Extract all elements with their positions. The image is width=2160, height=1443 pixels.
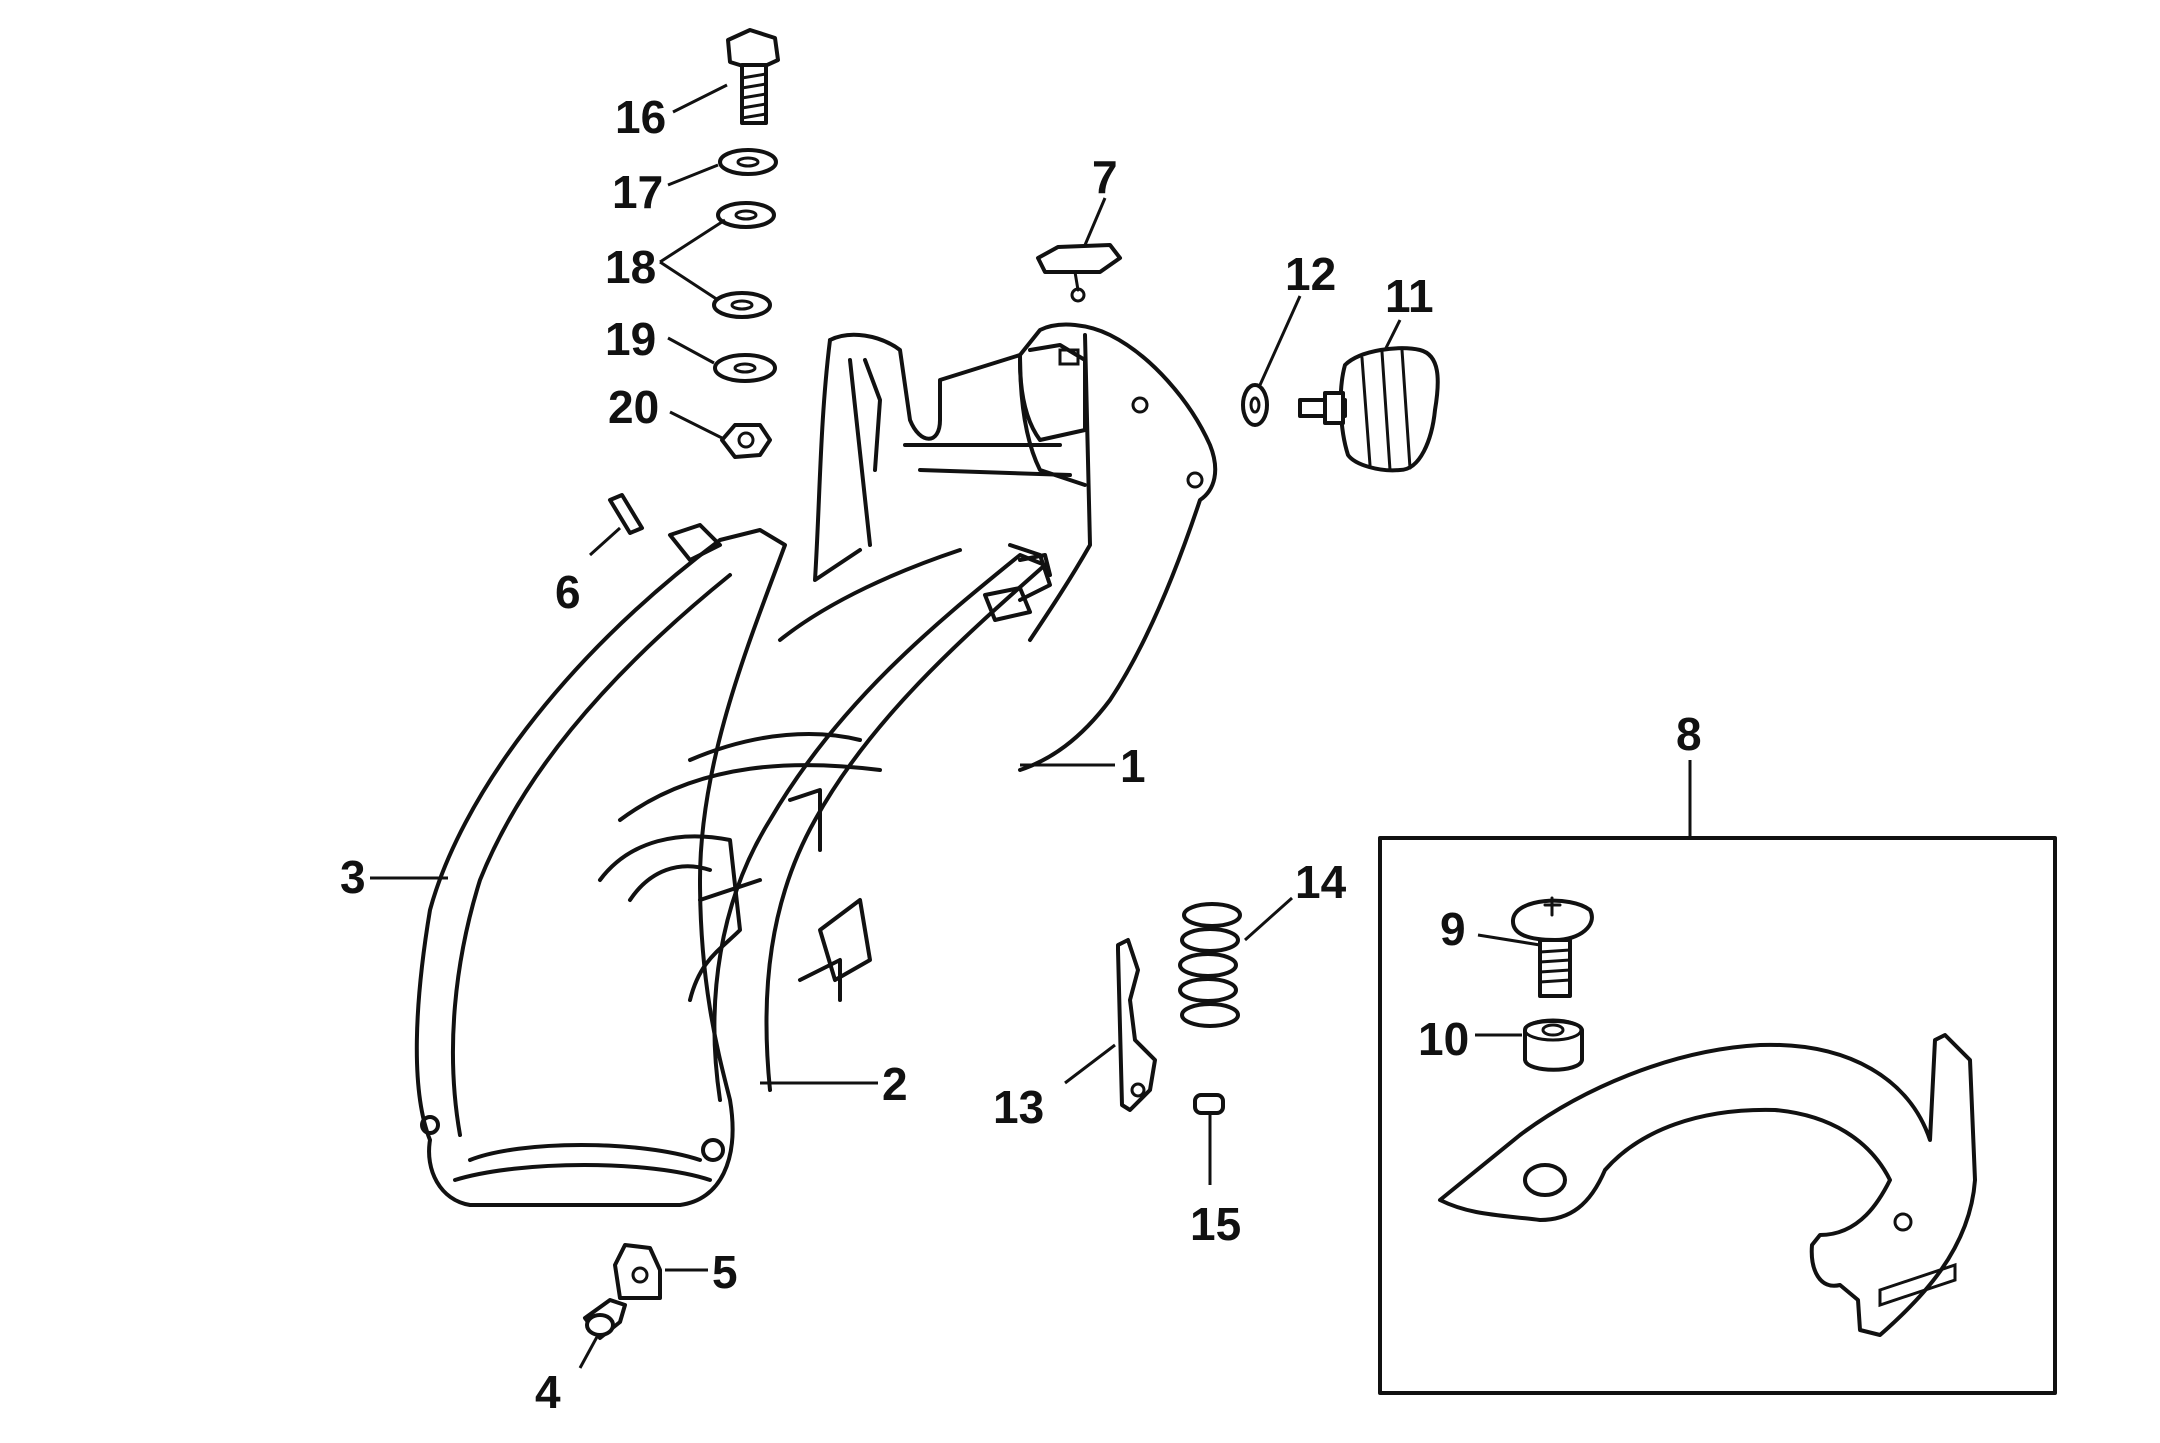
spacer-icon: [1523, 1018, 1584, 1072]
callout-5: 5: [712, 1246, 738, 1298]
callouts: 16 17 18 19 20 6 7 12 11 1 3 2 5 4 13 14…: [340, 91, 1702, 1418]
pin-icon: [608, 493, 644, 535]
callout-18: 18: [605, 241, 656, 293]
callout-19: 19: [605, 313, 656, 365]
callout-9: 9: [1440, 903, 1466, 955]
swivel-bracket-icon: [414, 322, 1218, 1207]
callout-20: 20: [608, 381, 659, 433]
callout-12: 12: [1285, 248, 1336, 300]
bolt-icon: [1511, 896, 1594, 998]
latch-icon: [1036, 243, 1122, 303]
leader-lines: [370, 83, 1692, 1369]
callout-11: 11: [1385, 270, 1434, 322]
callout-14: 14: [1295, 856, 1347, 908]
washer-icon: [1241, 383, 1269, 427]
tilt-lever-icon: [1438, 1033, 1977, 1337]
callout-2: 2: [882, 1058, 908, 1110]
callout-8: 8: [1676, 708, 1702, 760]
callout-6: 6: [555, 566, 581, 618]
thumb-knob-icon: [1298, 346, 1440, 473]
bolt-icon: [726, 28, 780, 125]
callout-16: 16: [615, 91, 666, 143]
clamp-clip-icon: [613, 1243, 662, 1300]
callout-1: 1: [1120, 740, 1146, 792]
callout-15: 15: [1190, 1198, 1241, 1250]
washer-icon: [712, 148, 778, 383]
callout-7: 7: [1092, 151, 1118, 203]
nut-icon: [720, 423, 772, 459]
callout-3: 3: [340, 851, 366, 903]
callout-4: 4: [535, 1366, 561, 1418]
latch-plate-icon: [1116, 938, 1157, 1112]
pin-icon: [1193, 1093, 1225, 1115]
callout-13: 13: [993, 1081, 1044, 1133]
spring-icon: [1178, 902, 1242, 1028]
screw-icon: [583, 1298, 627, 1340]
callout-10: 10: [1418, 1013, 1469, 1065]
callout-17: 17: [612, 166, 663, 218]
inset-frame: [1378, 836, 2057, 1395]
